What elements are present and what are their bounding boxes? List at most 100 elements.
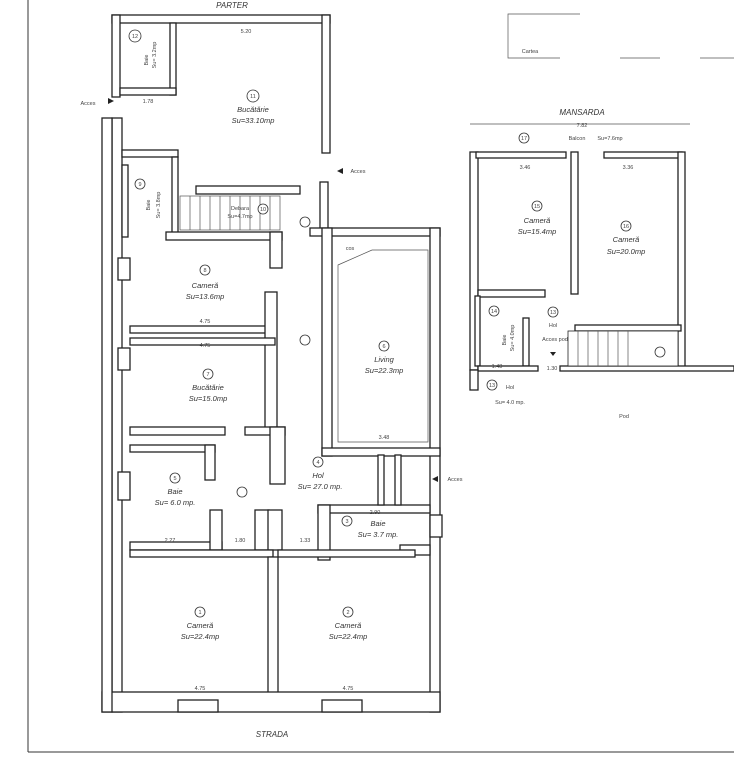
svg-text:13: 13 <box>550 310 556 316</box>
strada-label: STRADA <box>256 730 288 739</box>
svg-text:Cameră: Cameră <box>613 235 640 244</box>
svg-text:Balcon: Balcon <box>569 136 586 142</box>
dimension-1-78: 1.78 <box>143 99 154 105</box>
living-inner-outline <box>337 249 429 443</box>
svg-text:Su= 3.8mp: Su= 3.8mp <box>156 192 162 219</box>
svg-text:7.82: 7.82 <box>577 123 588 129</box>
room-label-8: 8 Cameră Su=13.6mp <box>186 264 224 301</box>
pod-label: Pod <box>619 414 629 420</box>
svg-text:Su=4.7mp: Su=4.7mp <box>227 214 252 220</box>
svg-text:1: 1 <box>198 610 201 616</box>
svg-text:Su= 3.7 mp.: Su= 3.7 mp. <box>358 530 399 539</box>
svg-text:10: 10 <box>260 207 266 213</box>
room-label-9: 9 Baie Su= 3.8mp <box>134 178 162 219</box>
svg-text:17: 17 <box>521 136 527 142</box>
svg-text:Baie: Baie <box>370 519 385 528</box>
svg-text:Hol: Hol <box>549 323 557 329</box>
room-label-11: 11 Bucătărie Su=33.10mp <box>232 89 275 125</box>
svg-text:5.20: 5.20 <box>241 29 252 35</box>
svg-text:Su=22.3mp: Su=22.3mp <box>365 366 404 375</box>
svg-text:Su=15.4mp: Su=15.4mp <box>518 227 557 236</box>
svg-text:Debara: Debara <box>231 206 250 212</box>
svg-text:1.80: 1.80 <box>235 538 246 544</box>
svg-text:Hol: Hol <box>506 385 514 391</box>
svg-text:13: 13 <box>489 383 495 389</box>
svg-text:Acces: Acces <box>448 477 463 483</box>
room-label-15: 15 Cameră Su=15.4mp <box>518 200 557 236</box>
svg-text:4.75: 4.75 <box>195 686 206 692</box>
svg-text:Su= 4.0mp: Su= 4.0mp <box>510 325 516 352</box>
svg-text:3.48: 3.48 <box>379 435 390 441</box>
svg-text:Baie: Baie <box>502 334 508 345</box>
svg-text:14: 14 <box>491 309 497 315</box>
svg-text:9: 9 <box>138 182 141 188</box>
svg-text:Cameră: Cameră <box>187 621 214 630</box>
room-label-4: 4 Hol Su= 27.0 mp. <box>236 216 343 498</box>
mansarda-dimensions: 3.46 3.36 1.48 1.30 <box>492 165 634 372</box>
svg-text:2.27: 2.27 <box>165 538 176 544</box>
room-label-12: 12 Baie Su= 3.2mp <box>128 29 158 69</box>
svg-text:8: 8 <box>203 268 206 274</box>
svg-text:5: 5 <box>173 476 176 482</box>
svg-text:Su=20.0mp: Su=20.0mp <box>607 247 646 256</box>
room-label-16: 16 Cameră Su=20.0mp <box>607 220 646 256</box>
room-label-5: 5 Baie Su= 6.0 mp. <box>155 472 196 507</box>
access-marker-hall: Acces <box>432 476 463 483</box>
room-label-1: 1 Cameră Su=22.4mp <box>181 606 220 641</box>
svg-text:15: 15 <box>534 204 540 210</box>
svg-text:Acces: Acces <box>81 101 96 107</box>
svg-text:4.75: 4.75 <box>200 343 211 349</box>
svg-text:Su= 6.0 mp.: Su= 6.0 mp. <box>155 498 196 507</box>
room-label-13: 13 Hol Acces pod 13 Hol Su= 4.0 mp. <box>486 306 568 406</box>
room-label-7: 7 Bucătărie Su=15.0mp <box>189 368 228 403</box>
room-label-10: Debara Su=4.7mp 10 <box>227 203 269 220</box>
cos-label: cos <box>346 246 355 252</box>
svg-text:12: 12 <box>132 34 138 40</box>
svg-text:Baie: Baie <box>146 199 152 210</box>
room-label-3: 3 Baie Su= 3.7 mp. <box>341 515 399 539</box>
svg-text:2: 2 <box>346 610 349 616</box>
svg-text:Living: Living <box>374 355 394 364</box>
svg-text:Baie: Baie <box>167 487 182 496</box>
svg-text:Cameră: Cameră <box>335 621 362 630</box>
svg-text:Su=22.4mp: Su=22.4mp <box>329 632 368 641</box>
svg-text:Bucătărie: Bucătărie <box>192 383 224 392</box>
svg-text:Acces: Acces <box>351 169 366 175</box>
svg-text:Su=15.0mp: Su=15.0mp <box>189 394 228 403</box>
title-block: Cartea <box>507 13 734 59</box>
svg-text:3.36: 3.36 <box>623 165 634 171</box>
legend-label: Cartea <box>522 49 539 55</box>
room-label-14: 14 Baie Su= 4.0mp <box>488 305 516 352</box>
svg-text:1.33: 1.33 <box>300 538 311 544</box>
svg-text:Baie: Baie <box>144 54 150 65</box>
parter-dimensions: 5.20 1.78 4.75 4.75 3.48 2.27 1.80 1.33 … <box>143 29 390 692</box>
svg-text:Bucătărie: Bucătărie <box>237 105 269 114</box>
svg-text:7: 7 <box>206 372 209 378</box>
svg-text:2.90: 2.90 <box>370 510 381 516</box>
room-label-6: 6 Living Su=22.3mp cos <box>346 246 404 375</box>
svg-text:Su= 27.0 mp.: Su= 27.0 mp. <box>298 482 343 491</box>
svg-text:Su=22.4mp: Su=22.4mp <box>181 632 220 641</box>
access-marker-left: Acces <box>81 98 114 107</box>
mansarda-walls: 7.82 <box>469 123 734 391</box>
svg-text:16: 16 <box>623 224 629 230</box>
svg-text:Cameră: Cameră <box>192 281 219 290</box>
svg-text:Su= 3.2mp: Su= 3.2mp <box>152 42 158 69</box>
access-marker-kitchen: Acces <box>337 168 366 175</box>
svg-text:1.48: 1.48 <box>492 364 503 370</box>
parter-title: PARTER <box>216 1 248 10</box>
svg-text:1.30: 1.30 <box>547 366 558 372</box>
svg-text:4: 4 <box>316 460 319 466</box>
svg-text:11: 11 <box>250 94 256 100</box>
svg-text:Su=33.10mp: Su=33.10mp <box>232 116 275 125</box>
svg-text:6: 6 <box>382 344 385 350</box>
svg-text:4.75: 4.75 <box>343 686 354 692</box>
room-label-2: 2 Cameră Su=22.4mp <box>329 606 368 641</box>
svg-text:Cameră: Cameră <box>524 216 551 225</box>
svg-text:3: 3 <box>345 519 348 525</box>
svg-text:Su=7.6mp: Su=7.6mp <box>597 136 622 142</box>
svg-text:3.46: 3.46 <box>520 165 531 171</box>
svg-text:Su= 4.0 mp.: Su= 4.0 mp. <box>495 400 525 406</box>
stair-marker <box>654 346 666 358</box>
